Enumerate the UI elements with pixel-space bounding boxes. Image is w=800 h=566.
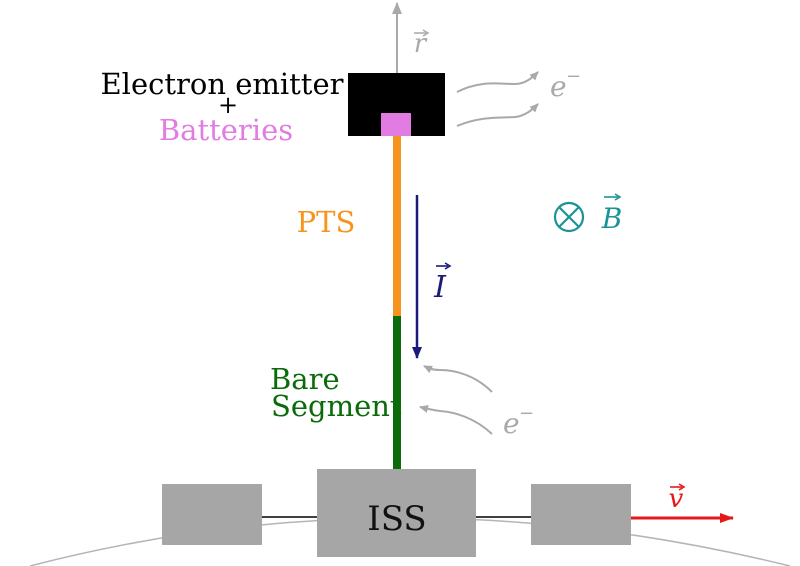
bfield-label: B xyxy=(601,193,623,235)
pts-label: PTS xyxy=(297,205,356,239)
r-vector-label: r xyxy=(414,29,430,59)
bare-segment-label-line2: Segment xyxy=(271,389,402,423)
pts-tether xyxy=(393,136,401,316)
electron-emitter-label: Electron emitter xyxy=(101,67,344,101)
iss-main-module xyxy=(317,469,476,557)
electron-charge-top: − xyxy=(566,66,581,87)
bfield-symbol: B xyxy=(601,202,623,235)
collected-electron-arrow-2 xyxy=(419,405,493,435)
bare-segment-tether xyxy=(393,316,401,469)
current-symbol: I xyxy=(433,270,447,305)
r-vector-symbol: r xyxy=(414,29,428,59)
emitted-electron-arrow-2 xyxy=(456,103,539,127)
iss-right-module xyxy=(531,484,631,545)
bare-segment-label-line1: Bare xyxy=(270,362,340,396)
electron-label-bottom: e − xyxy=(503,403,534,440)
electron-label-top: e − xyxy=(550,66,581,103)
electron-symbol-bottom: e xyxy=(503,407,520,440)
iss-label: ISS xyxy=(367,499,426,539)
bfield-into-page-icon xyxy=(553,201,585,233)
r-vector-head xyxy=(422,29,430,37)
velocity-vector-head xyxy=(678,483,686,491)
current-label: I xyxy=(433,262,452,305)
electron-charge-bottom: − xyxy=(519,403,534,424)
current-vector-head xyxy=(444,262,452,270)
batteries-label: Batteries xyxy=(159,113,293,147)
velocity-symbol: v xyxy=(669,484,684,514)
batteries-block xyxy=(381,113,411,136)
velocity-label: v xyxy=(669,483,686,514)
emitted-electron-arrow-1 xyxy=(456,71,539,93)
electron-symbol-top: e xyxy=(550,70,567,103)
bfield-vector-head xyxy=(614,193,622,201)
plus-label: + xyxy=(218,91,238,119)
iss-left-module xyxy=(162,484,262,545)
collected-electron-arrow-1 xyxy=(423,365,493,393)
